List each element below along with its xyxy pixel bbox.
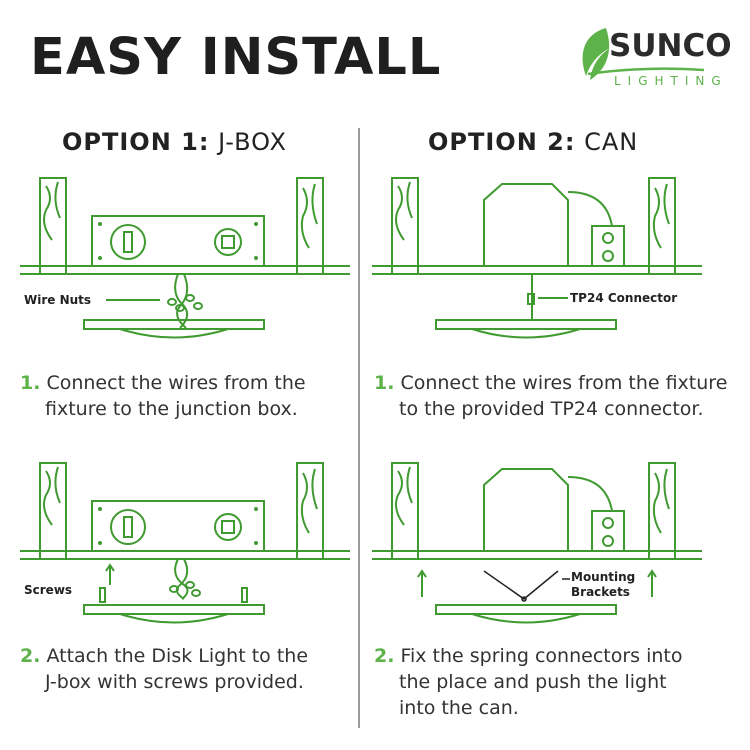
can-step-2-line3: into the can. [399,697,519,719]
can-diagram-1 [372,177,702,339]
wire-nuts-label: Wire Nuts [24,293,92,307]
mounting-label-line2: Brackets [571,585,630,599]
option-1-label-rest: J-BOX [218,128,287,156]
jbox-diagram-1 [20,177,350,339]
jbox-diagram-2 [20,462,350,624]
can-step-1: 1.Connect the wires from the fixture to … [374,370,727,422]
can-step-1-line1: Connect the wires from the fixture [400,372,728,394]
screws-label: Screws [24,583,73,597]
can-step-1-num: 1. [374,372,395,394]
mounting-brackets-label: Mounting Brackets [571,570,635,600]
jbox-step-1-line2: fixture to the junction box. [45,398,298,420]
can-step-2-num: 2. [374,645,395,667]
option-2-label-bold: OPTION 2: [428,128,576,156]
jbox-step-1-line1: Connect the wires from the [46,372,306,394]
can-step-2: 2.Fix the spring connectors into the pla… [374,643,682,721]
page-title: EASY INSTALL [30,28,442,87]
jbox-step-2-num: 2. [20,645,41,667]
jbox-step-2: 2.Attach the Disk Light to the J-box wit… [20,643,308,695]
jbox-step-2-line1: Attach the Disk Light to the [46,645,309,667]
logo-swoosh [587,67,705,76]
jbox-step-1-num: 1. [20,372,41,394]
option-2-heading: OPTION 2: CAN [428,128,638,156]
jbox-step-1: 1.Connect the wires from the fixture to … [20,370,306,422]
brand-sub: LIGHTING [614,74,728,88]
can-step-2-line1: Fix the spring connectors into [400,645,683,667]
mounting-label-line1: Mounting [571,570,636,584]
can-diagram-2 [372,462,702,624]
leaf-icon [582,28,610,80]
option-1-label-bold: OPTION 1: [62,128,210,156]
sunco-logo: SUNCO LIGHTING [576,22,732,100]
jbox-step-2-line2: J-box with screws provided. [45,671,304,693]
can-step-2-line2: the place and push the light [399,671,667,693]
option-1-heading: OPTION 1: J-BOX [62,128,287,156]
option-2-label-rest: CAN [584,128,639,156]
tp24-label: TP24 Connector [570,291,678,305]
brand-name: SUNCO [609,28,732,64]
center-divider [358,128,360,728]
can-step-1-line2: to the provided TP24 connector. [399,398,704,420]
